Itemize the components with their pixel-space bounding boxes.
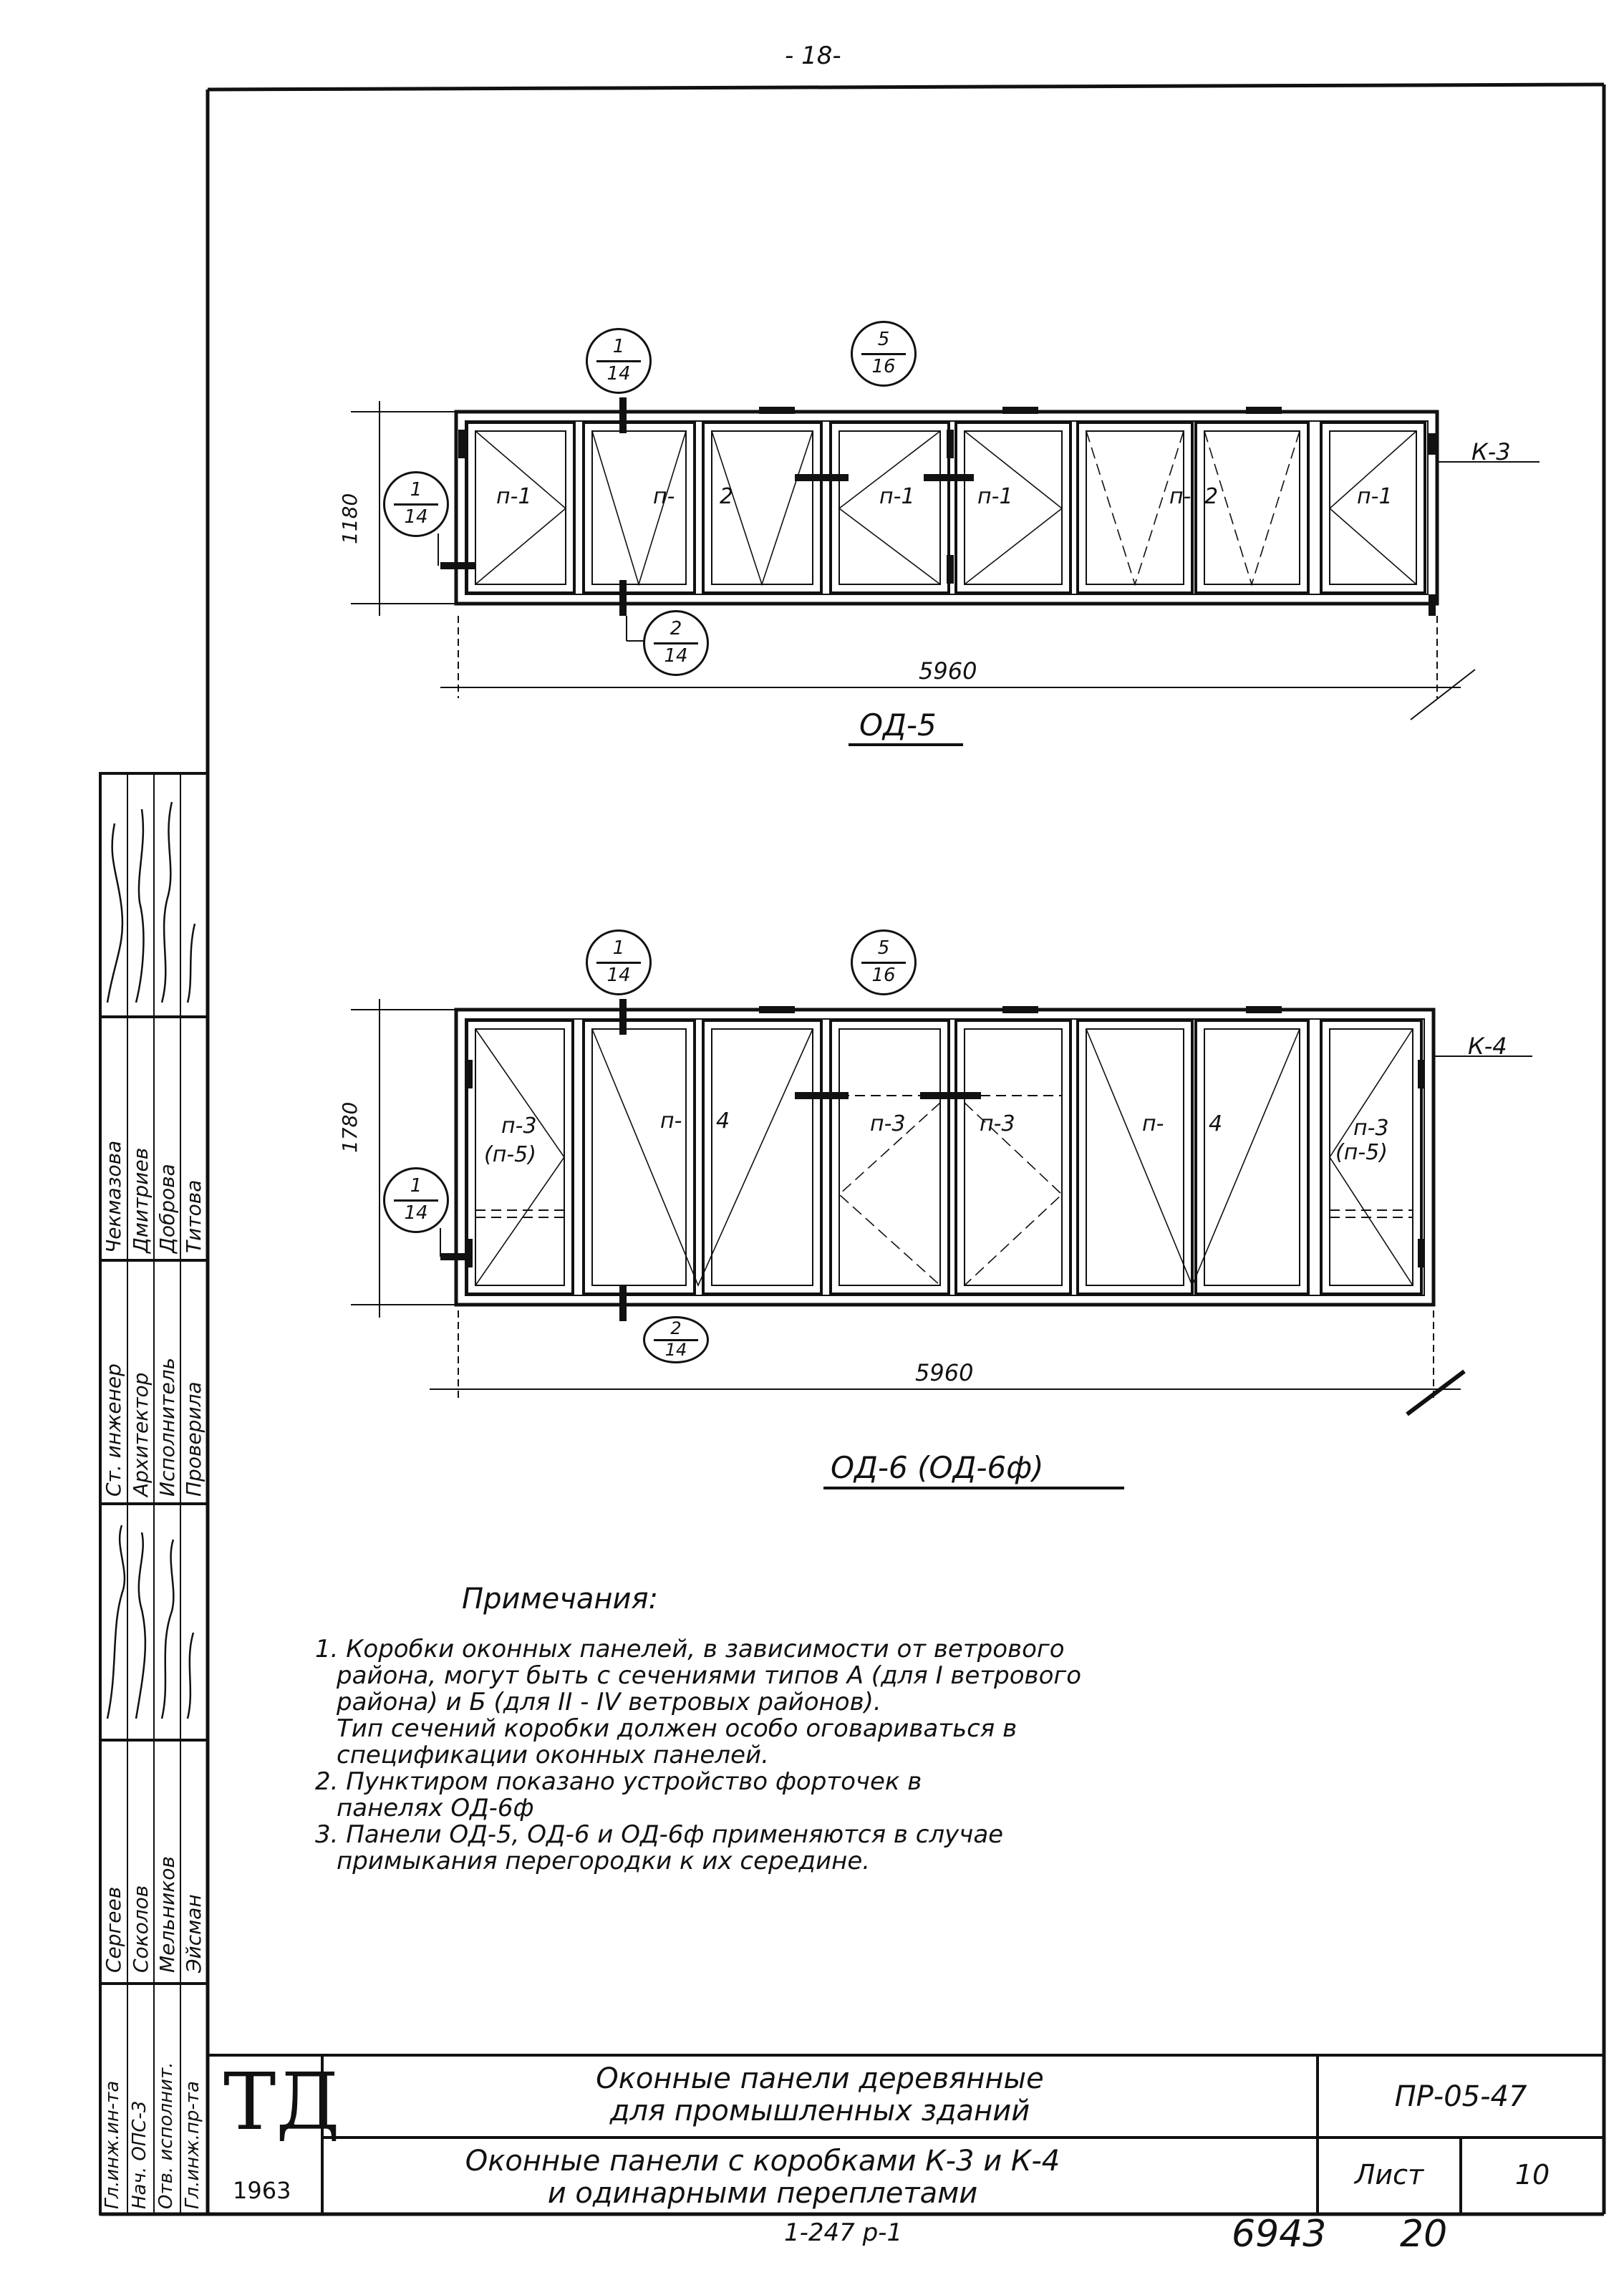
note-line: района, могут быть с сечениями типов А (…	[337, 1661, 1082, 1690]
od5-box-label: К-3	[1471, 438, 1511, 465]
od5-panel-label: п-	[1169, 484, 1192, 509]
od5-panel-label: п-1	[496, 484, 532, 509]
signature-table-grid	[99, 772, 209, 2216]
od6-callout-bottom: 2 14	[643, 1316, 709, 1363]
od5-callout-bottom: 2 14	[643, 610, 709, 676]
od5-panel-label: п-	[653, 484, 675, 509]
callout-denominator: 16	[871, 965, 896, 986]
callout-numerator: 5	[877, 329, 890, 350]
od6-panel-label: п-3	[501, 1114, 537, 1139]
callout-denominator: 16	[871, 356, 896, 377]
subtitle-line-2: и одинарными переплетами	[547, 2177, 978, 2210]
note-line: панелях ОД-6ф	[337, 1794, 534, 1822]
note-line: района) и Б (для II - IV ветровых районо…	[337, 1688, 881, 1716]
window-od5	[351, 397, 1540, 746]
callout-numerator: 1	[410, 479, 422, 501]
od6-callout-top-1: 1 14	[586, 929, 652, 995]
od5-panel-label: п-1	[1357, 484, 1393, 509]
od6-panel-label: (п-5)	[484, 1142, 536, 1167]
page-index: 20	[1400, 2213, 1448, 2256]
od6-panel-label: 4	[1209, 1111, 1223, 1136]
drawing-code: ПР-05-47	[1394, 2080, 1527, 2113]
od6-panel-label: п-3	[980, 1111, 1015, 1136]
callout-denominator: 14	[404, 506, 428, 528]
od6-width-dimension: 5960	[915, 1359, 974, 1386]
note-line: 2. Пунктиром показано устройство форточе…	[315, 1767, 922, 1796]
od5-callout-top-2: 5 16	[851, 321, 917, 387]
callout-denominator: 14	[404, 1202, 428, 1224]
note-line: 1. Коробки оконных панелей, в зависимост…	[315, 1635, 1065, 1663]
od5-panel-label: п-1	[977, 484, 1013, 509]
callout-numerator: 2	[670, 1318, 682, 1338]
title-line-1: Оконные панели деревянные	[596, 2062, 1044, 2095]
od6-box-label: К-4	[1468, 1033, 1507, 1060]
callout-numerator: 1	[612, 937, 625, 959]
callout-denominator: 14	[664, 1340, 687, 1360]
od6-title: ОД-6 (ОД-6ф)	[831, 1450, 1044, 1485]
callout-denominator: 14	[606, 363, 631, 385]
series-number: 1-247 р-1	[784, 2218, 903, 2247]
note-line: 3. Панели ОД-5, ОД-6 и ОД-6ф применяются…	[315, 1820, 1004, 1849]
archive-number: 6943	[1232, 2213, 1327, 2256]
notes-list: 1. Коробки оконных панелей, в зависимост…	[315, 1636, 1360, 1875]
page-number: - 18-	[785, 42, 841, 70]
callout-denominator: 14	[606, 965, 631, 986]
od5-title: ОД-5	[859, 707, 937, 743]
sheet-number: 10	[1514, 2159, 1550, 2191]
callout-numerator: 2	[670, 618, 682, 639]
od6-panel-label: п-3	[870, 1111, 906, 1136]
od6-panel-label: п-	[1142, 1111, 1164, 1136]
title-line-2: для промышленных зданий	[609, 2095, 1030, 2127]
logo: ТД	[223, 2056, 340, 2148]
od6-panel-label: (п-5)	[1335, 1140, 1388, 1165]
od5-panel-label: 2	[720, 484, 734, 509]
callout-numerator: 1	[410, 1175, 422, 1197]
window-od6	[351, 999, 1532, 1489]
od5-callout-left: 1 14	[383, 471, 449, 537]
od5-panel-label: 2	[1204, 484, 1219, 509]
od5-width-dimension: 5960	[919, 657, 977, 685]
od6-panel-label: п-3	[1353, 1116, 1389, 1141]
od6-callout-top-2: 5 16	[851, 929, 917, 995]
note-line: Тип сечений коробки должен особо оговари…	[337, 1714, 1018, 1743]
od6-panel-label: п-	[660, 1108, 682, 1134]
od5-callout-top-1: 1 14	[586, 328, 652, 394]
callout-denominator: 14	[664, 645, 688, 667]
year: 1963	[233, 2177, 291, 2204]
subtitle-line-1: Оконные панели с коробками К-3 и К-4	[465, 2145, 1060, 2178]
note-line: примыкания перегородки к их середине.	[337, 1847, 871, 1875]
callout-numerator: 1	[612, 336, 625, 357]
callout-numerator: 5	[877, 937, 890, 959]
od5-panel-label: п-1	[879, 484, 915, 509]
notes-heading: Примечания:	[462, 1583, 659, 1615]
od6-panel-label: 4	[716, 1108, 730, 1134]
sheet-label: Лист	[1354, 2159, 1424, 2191]
od6-callout-left: 1 14	[383, 1167, 449, 1233]
note-line: спецификации оконных панелей.	[337, 1741, 769, 1769]
title-block-grid	[208, 2054, 1604, 2214]
